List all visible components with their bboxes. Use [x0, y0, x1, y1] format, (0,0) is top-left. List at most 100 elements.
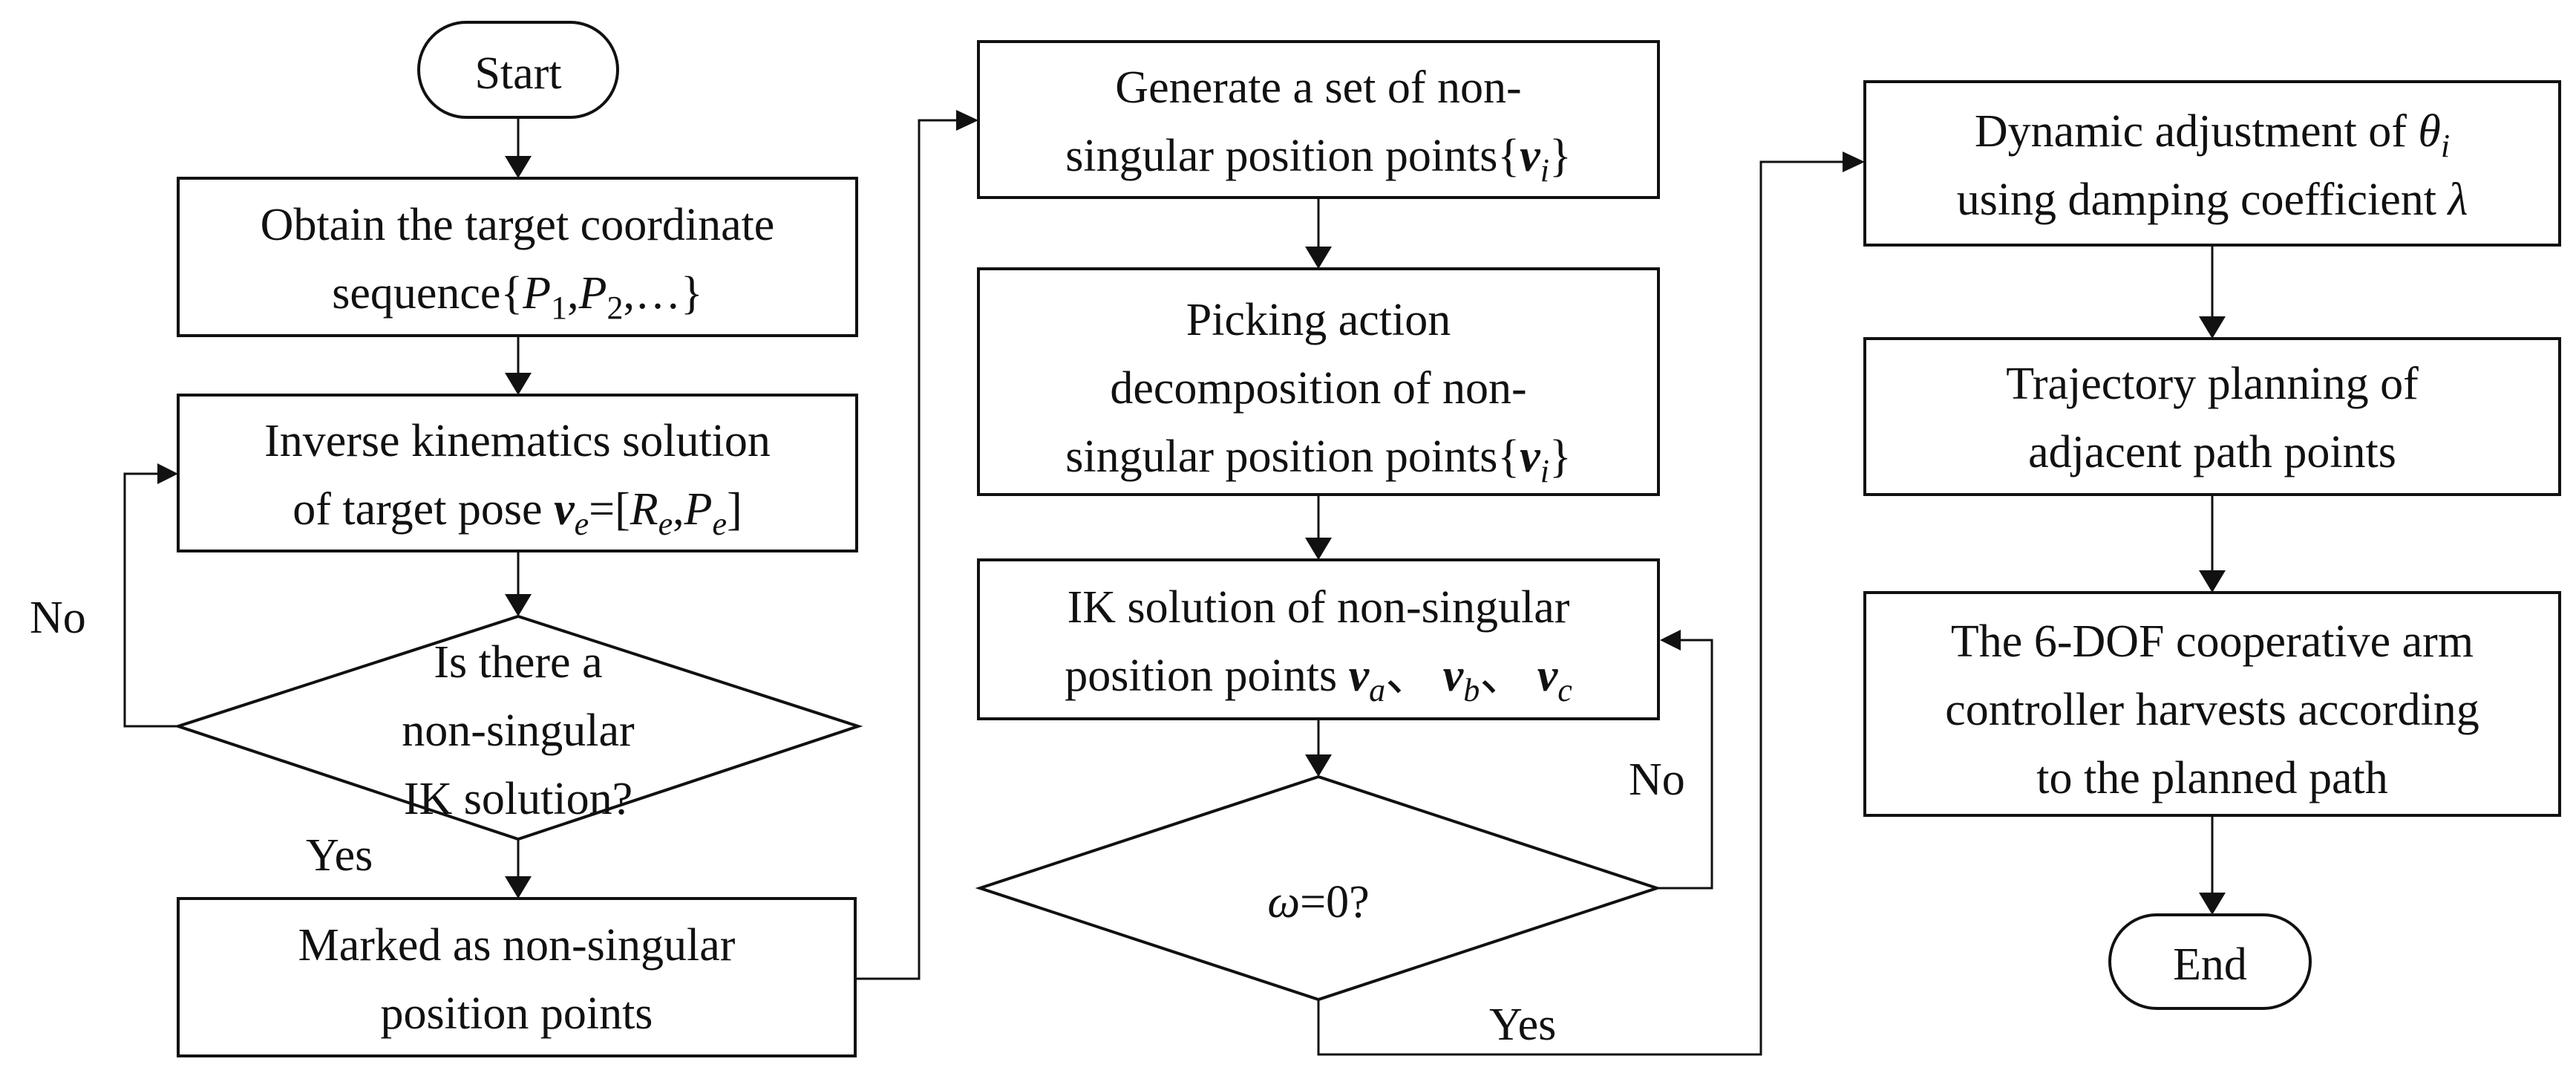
arrowhead-marked	[505, 876, 532, 899]
label-segment: 2	[607, 290, 623, 326]
label-segment: i	[1540, 152, 1549, 189]
label-segment: to the planned path	[2036, 753, 2387, 803]
label-line: to the planned path	[2036, 753, 2387, 803]
inverse-box	[177, 394, 858, 552]
label-line: controller harvests according	[1945, 685, 2479, 735]
label-segment: Dynamic adjustment of	[1975, 106, 2418, 157]
arrowhead-ik	[1305, 538, 1332, 560]
label-line: Is there a	[434, 637, 602, 688]
arrowhead-picking	[1305, 247, 1332, 269]
label-segment: ,	[567, 268, 579, 319]
label-segment: 1	[551, 290, 567, 326]
label-segment: a	[1369, 672, 1385, 708]
label-line: non-singular	[402, 705, 635, 756]
arrowhead-ik-loop	[1660, 630, 1681, 651]
label-segment: =[	[589, 484, 630, 535]
label-segment: IK solution of non-singular	[1068, 582, 1570, 633]
arrowhead-decision1	[505, 594, 532, 616]
dynamic-label: Dynamic adjustment of θi using damping co…	[1957, 106, 2468, 225]
label-segment: Marked as non-singular	[298, 920, 736, 971]
label-segment: R	[630, 484, 658, 535]
start-label: Start	[474, 48, 561, 99]
label-line: Obtain the target coordinate	[261, 200, 775, 250]
label-segment: Obtain the target coordinate	[261, 200, 775, 250]
label-segment: Inverse kinematics solution	[264, 416, 771, 466]
arrowhead-inverse-loop	[157, 463, 178, 484]
edge-decision2-no-loop	[1657, 639, 1713, 890]
label-segment: =0?	[1300, 877, 1369, 927]
picking-label: Picking action decomposition of non-singu…	[1065, 295, 1571, 489]
node-labels: Start Obtain the target coordinate sequen…	[261, 48, 2479, 1039]
label-line: End	[2173, 939, 2247, 990]
arrowhead-generate	[956, 110, 978, 131]
label-line: Picking action	[1186, 295, 1451, 345]
end-terminal	[2108, 913, 2312, 1010]
label-segment: 、	[1385, 651, 1443, 701]
arrowhead-obtain	[505, 156, 532, 178]
label-segment: ]	[727, 484, 742, 535]
decision1-diamond	[173, 614, 863, 841]
obtain-label: Obtain the target coordinate sequence{P1,…	[261, 200, 775, 326]
edge-label-yes-1: Yes	[306, 830, 373, 881]
label-segment: decomposition of non-	[1110, 363, 1526, 414]
end-label: End	[2173, 939, 2247, 990]
label-segment: P	[522, 268, 551, 319]
label-segment: v	[1443, 651, 1465, 701]
edge-labels: No Yes No Yes	[30, 593, 1685, 1050]
label-segment: sequence{	[332, 268, 523, 319]
label-segment: singular position points{	[1065, 131, 1520, 181]
label-line: decomposition of non-	[1110, 363, 1526, 414]
label-segment: v	[1520, 431, 1541, 482]
arrowhead-inverse	[505, 373, 532, 395]
label-segment: }	[1549, 431, 1572, 482]
label-line: ω=0?	[1267, 877, 1369, 927]
label-line: Start	[474, 48, 561, 99]
edge-decision1-no-loop	[123, 472, 178, 728]
label-segment: 、	[1480, 651, 1537, 701]
label-line: IK solution?	[404, 774, 632, 824]
label-segment: using damping coefficient	[1957, 175, 2448, 225]
marked-box	[177, 897, 857, 1057]
generate-box	[977, 40, 1660, 199]
label-segment: e	[575, 506, 589, 542]
label-line: Trajectory planning of	[2006, 359, 2419, 409]
label-line: singular position points{vi}	[1065, 431, 1571, 489]
label-line: Marked as non-singular	[298, 920, 736, 971]
picking-box	[977, 267, 1660, 496]
label-line: Dynamic adjustment of θi	[1975, 106, 2450, 164]
label-segment: v	[1349, 651, 1370, 701]
label-segment: i	[2441, 128, 2450, 164]
trajectory-label: Trajectory planning of adjacent path poin…	[2006, 359, 2419, 477]
decision1-label: Is there a non-singular IK solution?	[402, 637, 635, 824]
label-segment: v	[1520, 131, 1541, 181]
label-segment: Trajectory planning of	[2006, 359, 2419, 409]
marked-label: Marked as non-singular position points	[298, 920, 736, 1039]
label-segment: position points	[381, 988, 653, 1039]
label-segment: IK solution?	[404, 774, 632, 824]
label-segment: ,…}	[623, 268, 702, 319]
label-segment: ω	[1267, 877, 1300, 927]
label-line: adjacent path points	[2028, 427, 2396, 477]
label-segment: adjacent path points	[2028, 427, 2396, 477]
arrowhead-controller	[2199, 570, 2226, 593]
label-segment: ,	[673, 484, 684, 535]
obtain-box	[177, 177, 858, 337]
controller-label: The 6-DOF cooperative arm controller harv…	[1945, 616, 2479, 803]
edge-label-no-1: No	[30, 593, 86, 643]
label-line: singular position points{vi}	[1065, 131, 1571, 189]
generate-label: Generate a set of non-singular position …	[1065, 62, 1571, 189]
edge-decision2-yes-to-dynamic	[1317, 160, 1844, 1056]
connectors	[123, 110, 2226, 1056]
label-segment: The 6-DOF cooperative arm	[1951, 616, 2474, 667]
arrowhead-end	[2199, 893, 2226, 915]
label-segment: position points	[1065, 651, 1348, 701]
ik-label: IK solution of non-singular position poin…	[1065, 582, 1572, 708]
arrowhead-decision2	[1305, 754, 1332, 777]
label-segment: End	[2173, 939, 2247, 990]
label-line: position points	[381, 988, 653, 1039]
label-line: sequence{P1,P2,…}	[332, 268, 702, 326]
controller-box	[1863, 591, 2561, 817]
label-line: Generate a set of non-	[1115, 62, 1521, 113]
label-segment: }	[1549, 131, 1572, 181]
